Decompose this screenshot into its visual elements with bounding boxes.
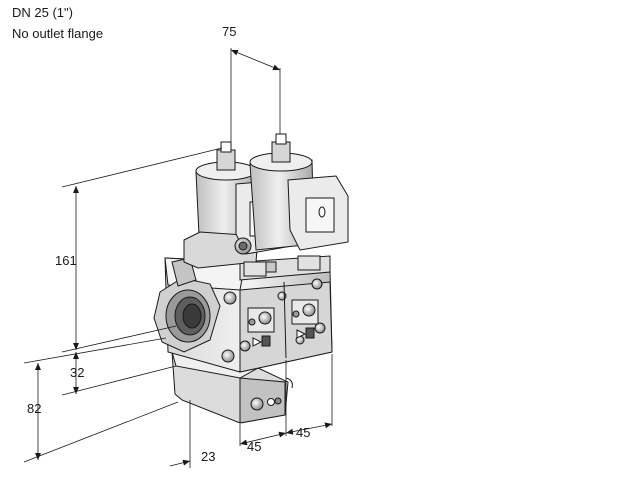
dimension-labels: 75 161 32 82 23 45 45 <box>27 24 310 464</box>
dim-width-module-1: 45 <box>247 439 261 454</box>
valve-assembly <box>153 133 349 424</box>
dim-height-total: 161 <box>55 253 77 268</box>
valve-body <box>153 255 333 373</box>
size-label: DN 25 (1") <box>12 5 73 20</box>
solenoid-coil-2 <box>249 133 349 251</box>
dim-depth-front: 23 <box>201 449 215 464</box>
dimension-lines <box>23 48 333 468</box>
dim-width-module-2: 45 <box>296 425 310 440</box>
dim-height-lower: 32 <box>70 365 84 380</box>
flange-note: No outlet flange <box>12 26 104 41</box>
dim-top-width: 75 <box>222 24 236 39</box>
dim-height-base: 82 <box>27 401 41 416</box>
